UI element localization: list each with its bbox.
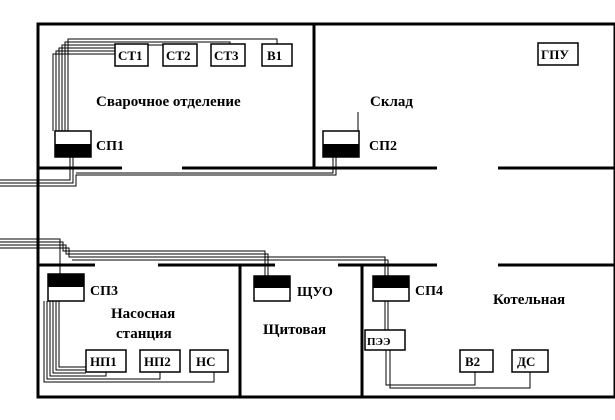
- panel-sp4: СП4: [372, 275, 443, 302]
- equipment-ds: ДС: [511, 349, 549, 373]
- panel-sp2-fill: [323, 144, 359, 157]
- panel-sp3-fill: [48, 274, 84, 287]
- equipment-st3-label: СТ3: [214, 48, 239, 63]
- equipment-v2: В2: [459, 349, 494, 373]
- cable-v1: [67, 38, 278, 131]
- equipment-ds-label: ДС: [517, 354, 535, 369]
- feeder-sp3: [0, 238, 61, 274]
- cable-st1: [58, 47, 115, 131]
- feeder-sp1-1: [0, 157, 71, 181]
- feeder-shuo-2: [0, 244, 269, 276]
- equipment-v1-label: В1: [267, 48, 282, 63]
- panel-sp3-label: СП3: [90, 284, 118, 299]
- equipment-ns-label: НС: [196, 354, 216, 369]
- cable-st1c: [52, 53, 115, 131]
- panel-sp3: СП3: [47, 273, 118, 302]
- feeder-sp4-2: [72, 259, 389, 276]
- panel-sp4-label: СП4: [415, 284, 443, 299]
- equipment-st1: СТ1: [114, 43, 149, 67]
- cables-boiler: [384, 301, 531, 389]
- cable-np1d: [58, 301, 86, 368]
- cable-np1: [49, 301, 107, 377]
- equipment-st2: СТ2: [162, 43, 198, 67]
- equipment-gpu-label: ГПУ: [541, 47, 569, 62]
- feeder-shuo: [0, 241, 266, 276]
- cables-pump: [43, 301, 215, 383]
- panel-shuo-label: ЩУО: [297, 285, 333, 300]
- feeder-sp4: [0, 247, 386, 276]
- cable-st1b: [55, 50, 115, 131]
- room-label-pump-station-line1: Насосная: [111, 306, 175, 322]
- equipment-pee: ПЭЭ: [364, 329, 406, 351]
- room-label-pump-station-line2: станция: [116, 326, 172, 342]
- cable-ds: [389, 350, 531, 389]
- equipment-st1-label: СТ1: [118, 48, 143, 63]
- cable-st3: [64, 41, 231, 131]
- feeder-sp1-2: [0, 157, 74, 184]
- equipment-np1: НП1: [85, 349, 127, 373]
- room-label-welding: Сварочное отделение: [96, 94, 241, 110]
- equipment-st2-label: СТ2: [166, 48, 191, 63]
- room-label-boiler: Котельная: [493, 292, 565, 308]
- room-label-switchboard: Щитовая: [263, 322, 326, 338]
- equipment-np2: НП2: [139, 349, 181, 373]
- equipment-np1-label: НП1: [90, 354, 117, 369]
- equipment-st3: СТ3: [210, 43, 246, 67]
- panel-sp4-fill: [373, 276, 409, 288]
- room-label-warehouse: Склад: [370, 94, 413, 110]
- cables-feeders-bottom: [0, 238, 389, 276]
- cable-v2: [385, 350, 476, 386]
- equipment-gpu: ГПУ: [537, 42, 579, 66]
- panel-sp1-fill: [55, 144, 91, 157]
- cable-np1b: [52, 301, 86, 374]
- panel-sp1: СП1: [54, 130, 124, 158]
- panel-shuo-fill: [254, 276, 290, 288]
- equipment-ns: НС: [189, 349, 229, 373]
- equipment-v2-label: В2: [465, 354, 480, 369]
- equipment-pee-label: ПЭЭ: [367, 336, 390, 348]
- panel-sp2: СП2: [322, 130, 397, 158]
- outer-wall: [36, 22, 615, 399]
- cable-ns: [43, 301, 215, 383]
- equipment-v1: В1: [261, 43, 293, 67]
- panel-sp1-label: СП1: [96, 139, 124, 154]
- cable-np2: [46, 301, 161, 380]
- walls: [36, 22, 615, 399]
- panel-sp2-label: СП2: [369, 139, 397, 154]
- feeder-sp2-1: [0, 157, 337, 187]
- cable-np1c: [55, 301, 86, 371]
- feeder-sp2-2: [76, 157, 334, 174]
- cables-feeders-top: [0, 112, 359, 187]
- panel-shuo: ЩУО: [253, 275, 333, 302]
- equipment-np2-label: НП2: [144, 354, 171, 369]
